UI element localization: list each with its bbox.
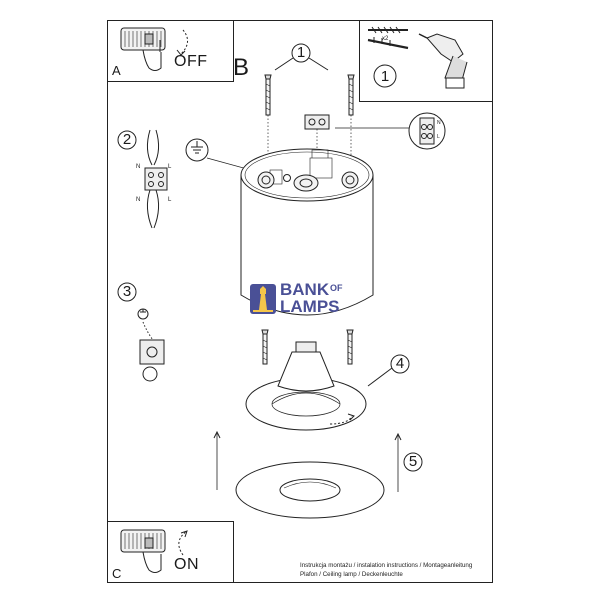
step-2-number: 2: [122, 131, 132, 148]
logo-of: OF: [330, 283, 343, 293]
footer-instructions: Instrukcja montażu / instalation instruc…: [300, 562, 473, 569]
tools-panel: 1 x2: [359, 20, 493, 102]
wire-connector-icon: [144, 129, 168, 229]
step-1-circle: [291, 43, 311, 63]
tools-step-circle: [373, 64, 397, 88]
lighthouse-icon: [250, 284, 276, 314]
panel-b-letter: B: [233, 54, 250, 81]
terminal-n-top: N: [136, 164, 141, 170]
bulb-reflector-icon: [245, 341, 367, 431]
terminal-l-bottom: L: [168, 197, 172, 203]
step-4-circle: [390, 354, 410, 374]
footer-product: Plafon / Ceiling lamp / Deckenleuchte: [300, 571, 403, 578]
lamp-cylinder-body: [240, 148, 374, 316]
anchor-quantity: x2: [382, 36, 389, 42]
detail-n-label: N: [437, 120, 441, 126]
detail-l-label: L: [437, 134, 440, 140]
ground-clamp-icon: [137, 308, 165, 382]
step-5-circle: [403, 452, 423, 472]
on-label: ON: [174, 556, 199, 573]
step-4-number: 4: [395, 355, 405, 372]
drill-icon: [418, 33, 468, 89]
step-2-circle: [117, 130, 137, 150]
terminal-detail-icon: [419, 117, 435, 145]
terminal-l-top: L: [168, 164, 172, 170]
panel-a-switch-off: A OFF: [107, 20, 234, 82]
logo-lamps: LAMPS: [280, 297, 340, 316]
light-switch-off-icon: [120, 27, 166, 71]
brand-logo: BANK OF LAMPS: [250, 280, 360, 318]
instruction-sheet: [107, 20, 493, 583]
step-3-circle: [117, 282, 137, 302]
switch-off-arrow-icon: [180, 29, 188, 55]
panel-a-letter: A: [112, 63, 121, 78]
step-5-number: 5: [408, 453, 418, 470]
wall-anchor-icon: [367, 26, 409, 50]
terminal-n-bottom: N: [136, 197, 141, 203]
light-switch-on-icon: [120, 529, 166, 573]
step-1-number: 1: [296, 44, 306, 61]
step-3-number: 3: [122, 283, 132, 300]
decorative-ring-icon: [235, 461, 385, 519]
switch-on-arrow-icon: [178, 530, 188, 556]
tools-step-number: 1: [380, 68, 390, 85]
off-label: OFF: [174, 53, 208, 70]
panel-c-letter: C: [112, 566, 122, 581]
lower-screws-icon: [261, 329, 354, 365]
terminal-detail-circle: [408, 112, 446, 150]
logo-bank: BANK: [280, 280, 330, 299]
